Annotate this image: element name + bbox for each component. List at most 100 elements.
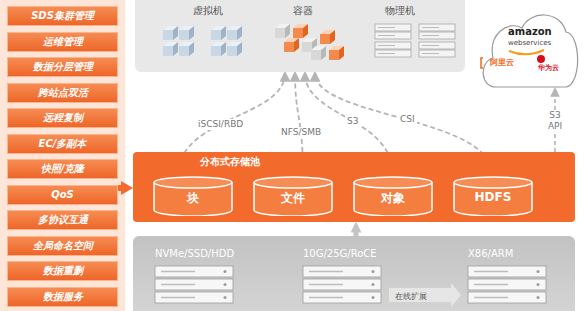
protocol-connector [554,89,556,152]
feature-label: QoS [51,186,74,204]
storage-pool-band: 分布式存储池块 文件 对象 HDFS [133,152,575,222]
amazon-smile [509,50,544,54]
cloud-outline [483,15,577,87]
feature-label: 多协议互通 [38,211,88,229]
server-slot [161,271,195,273]
cube-side [294,38,299,52]
feature-label: 运维管理 [43,33,83,51]
host-panel: 虚拟机 容器 物理机 [135,0,465,72]
server-slot [474,271,508,273]
server-led [537,296,540,299]
server-unit [375,42,411,49]
cube-side [321,46,326,60]
server-unit [155,266,233,277]
panel-label: amazon [508,26,552,38]
feature-label: 跨站点双活 [38,84,88,102]
panel-label: webservices [508,39,551,47]
server-slot [378,53,395,54]
public-cloud: amazonwebservices 阿里云华为云 [478,6,582,88]
server-led [224,270,227,273]
cube-front [275,28,285,38]
feature-box: 运维管理 [7,32,118,52]
cylinder-top [454,177,532,188]
feature-box: 快照/克隆 [7,159,118,179]
feature-label: 远程复制 [43,109,83,127]
feature-box: SDS集群管理 [7,6,118,26]
protocol-label: CSI [398,114,417,125]
server-slot [161,297,195,299]
server-unit [419,24,455,31]
cube-side [237,26,242,40]
cube-front [293,28,303,38]
huawei-mark [537,55,545,63]
feature-label: EC/多副本 [39,135,87,153]
server-slot [422,53,439,54]
feature-box: 远程复制 [7,108,118,128]
sidebar-arrow [121,181,133,195]
expand-arrow [389,283,461,307]
cube-side [221,26,226,40]
panel-label: 在线扩展 [395,292,427,301]
panel-label: 物理机 [385,5,415,17]
server-led [224,296,227,299]
server-slot [422,35,439,36]
panel-label: 阿里云 [490,58,514,67]
panel-label: 容器 [293,5,313,17]
protocol-label: S3 API [543,110,567,132]
feature-label: 数据服务 [43,288,83,306]
server-unit [419,32,455,39]
panel-label: 虚拟机 [193,5,223,17]
storage-cylinder: HDFS [453,176,533,216]
feature-box: 跨站点双活 [7,83,118,103]
feature-box: QoS [7,185,118,205]
server-unit [468,266,546,277]
server-slot [474,284,508,286]
feature-box: EC/多副本 [7,134,118,154]
storage-type-label: 文件 [281,190,305,207]
hardware-panel: NVMe/SSD/HDD 10G/25G/RoCE X86/ARM 在线扩展 [133,236,575,311]
server-unit [468,292,546,303]
panel-label: 10G/25G/RoCE [303,248,377,260]
aliyun-mark [481,58,483,68]
cube-front [311,50,321,60]
cube-side [285,24,290,38]
cube-side [189,26,194,40]
protocol-label: NFS/SMB [279,127,323,138]
panel-label: 华为云 [538,64,559,72]
server-slot [309,284,343,286]
panel-label: X86/ARM [468,248,513,260]
server-led [372,270,375,273]
server-slot [422,27,439,28]
server-slot [161,284,195,286]
cube-side [339,46,344,60]
server-unit [419,42,455,49]
panel-label: NVMe/SSD/HDD [155,248,234,260]
storage-cylinder: 块 [153,176,233,216]
panel-label: 分布式存储池 [200,156,260,168]
server-slot [309,271,343,273]
cube-side [237,42,242,56]
cube-side [221,42,226,56]
cube-front [302,42,312,52]
storage-cylinder: 对象 [353,176,433,216]
server-slot [474,297,508,299]
feature-box: 多协议互通 [7,210,118,230]
server-unit [303,292,381,303]
cube-front [329,50,339,60]
protocol-label: iSCSI/RBD [196,119,245,130]
feature-label: 全局命名空间 [33,237,93,255]
server-led [372,296,375,299]
cube-front [320,34,330,44]
server-unit [155,279,233,290]
server-led [372,283,375,286]
cylinder-top [254,177,332,188]
cube-front [163,30,173,40]
server-led [224,283,227,286]
storage-type-label: 块 [187,190,199,207]
cube-front [211,30,221,40]
server-unit [303,266,381,277]
feature-box: 全局命名空间 [7,236,118,256]
server-slot [378,35,395,36]
feature-box: 数据重删 [7,261,118,281]
server-slot [422,45,439,46]
